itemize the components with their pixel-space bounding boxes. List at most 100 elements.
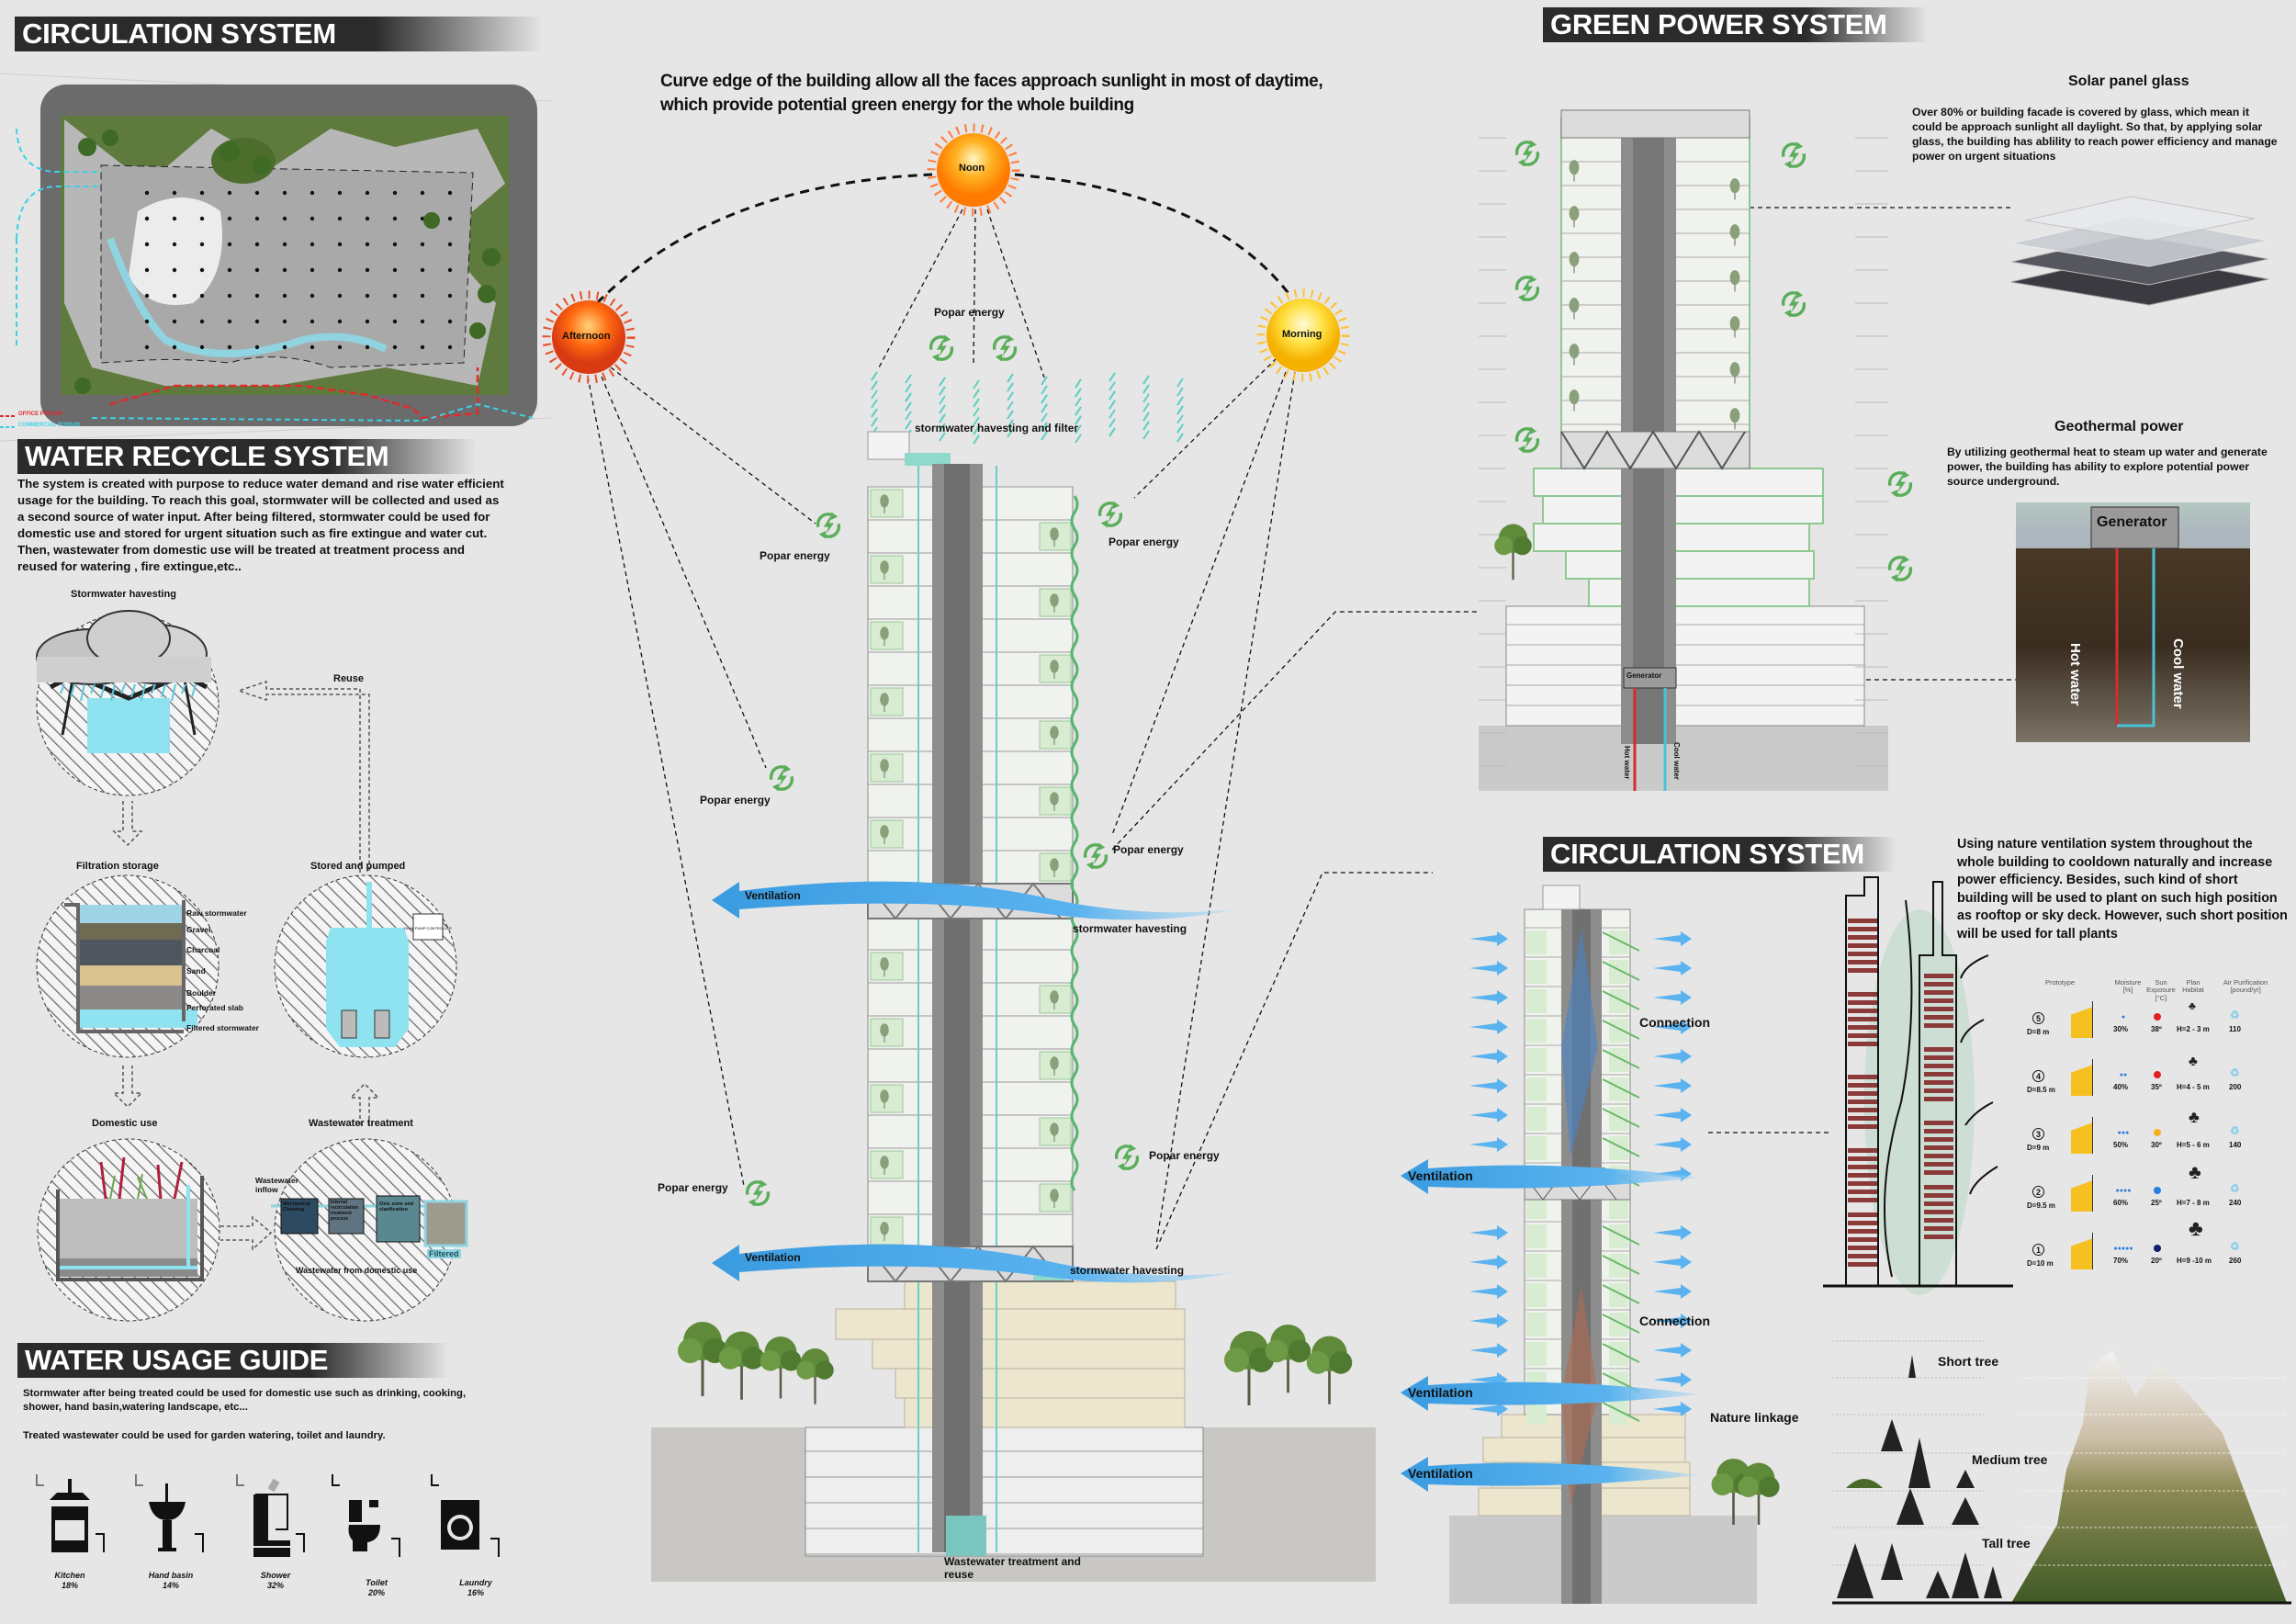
table-header: Prototype bbox=[2044, 978, 2076, 987]
label-storm-harvest: stormwater havesting bbox=[1073, 922, 1187, 935]
renewable-energy-icon bbox=[745, 1178, 771, 1209]
prototype-distance: D=8 m bbox=[2027, 1028, 2050, 1036]
step-stormwater: Stormwater havesting bbox=[71, 589, 176, 600]
sun-exposure-value: 25º bbox=[2151, 1199, 2162, 1207]
step-stored: Stored and pumped bbox=[310, 861, 406, 872]
legend-commercial-podium: COMMERCIAL PODIUM bbox=[18, 423, 80, 428]
prototype-number: 4 bbox=[2032, 1070, 2044, 1082]
solar-text: Over 80% or building facade is covered b… bbox=[1912, 106, 2278, 163]
plant-habitat-icon: ♣ bbox=[2189, 1108, 2200, 1126]
moisture-value: 60% bbox=[2113, 1199, 2129, 1207]
moisture-value: 40% bbox=[2113, 1083, 2129, 1091]
filter-layer: Charcoal bbox=[186, 945, 220, 954]
ventilation-section bbox=[1401, 885, 1781, 1604]
ventilation-text: Using nature ventilation system througho… bbox=[1957, 837, 2288, 942]
treatment-oxic: Oxic zone and clarification bbox=[379, 1201, 414, 1212]
label-storm-harvest: stormwater havesting bbox=[1070, 1264, 1185, 1277]
wastewater-treatment-circle bbox=[271, 1138, 468, 1322]
water-recycle-diagram: DUAL PUMP CONTROLLER bbox=[36, 610, 468, 1322]
water-usage-icons bbox=[36, 1474, 500, 1557]
moisture-value: 70% bbox=[2113, 1257, 2129, 1265]
column-grid bbox=[144, 190, 453, 350]
label-ventilation: Ventilation bbox=[1408, 1466, 1473, 1481]
main-tower-section bbox=[651, 431, 1376, 1582]
geothermal-text: By utilizing geothermal heat to steam up… bbox=[1947, 445, 2268, 488]
step-reuse: Reuse bbox=[333, 673, 365, 684]
renewable-energy-icon bbox=[1514, 424, 1540, 456]
section-title-water-usage: WATER USAGE GUIDE bbox=[17, 1343, 449, 1378]
washing-machine-icon bbox=[441, 1500, 479, 1550]
sun-label-morning: Morning bbox=[1282, 329, 1322, 340]
sun-angle-icon bbox=[2071, 1117, 2093, 1154]
wastewater-tank bbox=[946, 1516, 986, 1556]
sun-exposure-dot bbox=[2154, 1187, 2161, 1194]
moisture-drops-icon: ●●●●● bbox=[2113, 1246, 2133, 1252]
section-title-water-recycle: WATER RECYCLE SYSTEM bbox=[17, 439, 477, 474]
site-plan bbox=[0, 73, 552, 442]
flow-arrows bbox=[112, 680, 380, 1251]
sun-exposure-dot bbox=[2154, 1129, 2161, 1136]
step-filtration: Filtration storage bbox=[76, 861, 159, 872]
usage-label: Toilet bbox=[366, 1578, 388, 1587]
label-ventilation: Ventilation bbox=[745, 1251, 801, 1264]
usage-label: Shower bbox=[260, 1571, 291, 1580]
sun-exposure-dot bbox=[2154, 1013, 2161, 1021]
renewable-energy-icon bbox=[1887, 553, 1913, 584]
geothermal-image bbox=[2016, 502, 2250, 742]
geothermal-hot-water-label: Hot water bbox=[2067, 643, 2083, 706]
prototype-number: 3 bbox=[2032, 1128, 2044, 1140]
air-purification-icon: ♻ bbox=[2230, 1009, 2240, 1021]
sun-afternoon bbox=[542, 290, 636, 384]
air-purification-value: 140 bbox=[2229, 1141, 2242, 1149]
sun-rays bbox=[587, 207, 2016, 1250]
air-purification-value: 200 bbox=[2229, 1083, 2242, 1091]
renewable-energy-icon bbox=[929, 333, 954, 364]
label-rain-harvest: stormwater havesting and filter bbox=[915, 422, 1079, 434]
treatment-caption: Wastewater from domestic use bbox=[296, 1266, 418, 1275]
geothermal-cool-water-label: Cool water bbox=[2170, 638, 2186, 709]
ventilation-concept-diagram bbox=[1823, 876, 2013, 1295]
geothermal-generator-label: Generator bbox=[2097, 514, 2167, 530]
sun-angle-icon bbox=[2071, 1233, 2093, 1269]
treatment-internal: Internal recirculation treatment process bbox=[331, 1200, 359, 1222]
air-purification-icon: ♻ bbox=[2230, 1124, 2240, 1137]
plant-height-value: H=9 -10 m bbox=[2177, 1257, 2212, 1265]
moisture-drops-icon: ● bbox=[2121, 1014, 2126, 1021]
usage-percent: 20% bbox=[367, 1587, 385, 1597]
renewable-energy-icon bbox=[1781, 140, 1806, 171]
rain-pattern bbox=[871, 371, 1184, 445]
renewable-energy-icon bbox=[1114, 1142, 1140, 1173]
section-title-circulation-ventilation: CIRCULATION SYSTEM bbox=[1543, 837, 1896, 872]
water-usage-text1: Stormwater after being treated could be … bbox=[23, 1388, 467, 1413]
treatment-inflow: Wastewater inflow bbox=[255, 1176, 298, 1194]
air-purification-value: 110 bbox=[2229, 1025, 2241, 1033]
stove-icon bbox=[50, 1479, 90, 1552]
generator-label: Generator bbox=[1626, 671, 1662, 680]
air-purification-value: 260 bbox=[2229, 1257, 2242, 1265]
energy-label: Popar energy bbox=[658, 1181, 728, 1194]
section-title-green-power: GREEN POWER SYSTEM bbox=[1543, 7, 1929, 42]
prototype-number: 1 bbox=[2032, 1244, 2044, 1256]
renewable-energy-icon bbox=[1097, 499, 1123, 530]
label-nature-linkage: Nature linkage bbox=[1710, 1410, 1799, 1425]
renewable-energy-icon bbox=[1083, 840, 1109, 872]
sun-path bbox=[587, 173, 2016, 1250]
sun-label-noon: Noon bbox=[959, 163, 985, 174]
sun-exposure-value: 30º bbox=[2151, 1141, 2162, 1149]
usage-label: Kitchen bbox=[54, 1571, 85, 1580]
moisture-drops-icon: ●● bbox=[2119, 1072, 2128, 1078]
usage-label: Hand basin bbox=[148, 1571, 194, 1580]
label-wastewater-reuse: Wastewater treatment and reuse bbox=[944, 1555, 1081, 1581]
label-ventilation: Ventilation bbox=[745, 889, 801, 902]
tree-zones-diagram bbox=[1832, 1340, 2291, 1605]
renewable-energy-icon bbox=[816, 510, 841, 541]
plant-height-value: H=2 - 3 m bbox=[2177, 1025, 2210, 1033]
shower-icon bbox=[253, 1478, 290, 1557]
podium-steps bbox=[835, 1280, 1186, 1428]
moisture-value: 50% bbox=[2113, 1141, 2129, 1149]
green-power-section bbox=[1479, 109, 1888, 791]
step-domestic: Domestic use bbox=[92, 1118, 158, 1129]
